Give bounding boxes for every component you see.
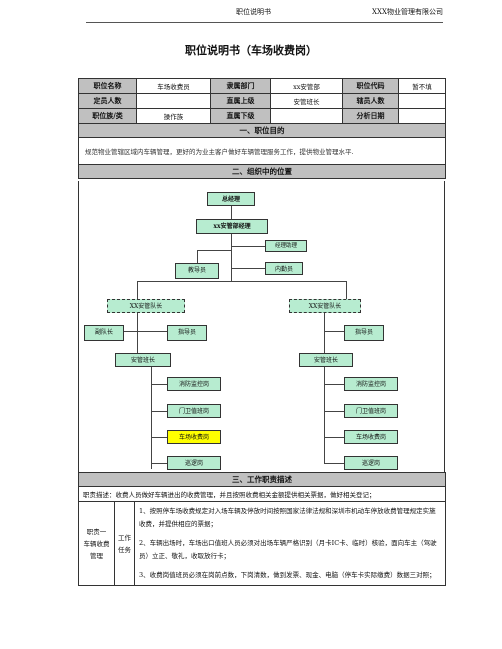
info-row-3: 职位族/类 操作族 直属下级 分析日期 xyxy=(78,108,446,124)
document-title: 职位说明书（车场收费岗） xyxy=(185,44,317,57)
node-manager-assistant: 经理助理 xyxy=(265,240,307,252)
node-right-gate-post: 门卫值班岗 xyxy=(344,404,398,418)
node-left-captain: XX安管队长 xyxy=(107,299,185,313)
info-row-2: 定员人数 直属上级 安管班长 辖员人数 xyxy=(78,93,446,109)
node-right-captain: XX安管队长 xyxy=(289,299,361,313)
label-superior: 直属上级 xyxy=(210,93,271,109)
node-trainer: 教导员 xyxy=(175,263,219,279)
node-security-manager: xx安管部经理 xyxy=(196,219,268,234)
info-row-1: 职位名称 车场收费员 隶属部门 xx安管部 职位代码 暂不填 xyxy=(78,78,446,94)
section-purpose-title: 一、职位目的 xyxy=(78,123,446,138)
label-analysis-date: 分析日期 xyxy=(342,108,399,124)
section-purpose-text: 规范物业管辖区域内车辆管理，更好的为业主客户做好车辆管理服务工作，提供物业管理水… xyxy=(78,137,446,165)
header-company: XXX物业管理有限公司 xyxy=(372,8,443,16)
node-clerk: 内勤员 xyxy=(265,262,303,275)
value-analysis-date xyxy=(398,108,446,124)
node-left-squad-leader: 安管班长 xyxy=(115,353,171,367)
node-right-parking-toll-post: 车场收费岗 xyxy=(344,430,398,444)
label-position-code: 职位代码 xyxy=(342,78,399,94)
duty-one-label: 职责一 车辆收费 管理 xyxy=(78,501,115,586)
duty-item: 3、收费岗值班员必须在岗前点数，下岗清数，做到发票、现金、电脑（停车卡实际缴费）… xyxy=(139,571,436,579)
value-headcount xyxy=(136,93,211,109)
node-right-instructor: 指导员 xyxy=(344,325,384,341)
value-job-family: 操作族 xyxy=(136,108,211,124)
value-position-name: 车场收费员 xyxy=(136,78,211,94)
node-left-fire-post: 消防监控岗 xyxy=(167,377,221,391)
duties-table: 三、工作职责描述 职责描述：收费人员做好车辆进出的收费管理，并且按照收费相关金额… xyxy=(77,472,447,586)
node-left-patrol-post: 巡逻岗 xyxy=(167,456,221,470)
page-header: 职位说明书 XXX物业管理有限公司 xyxy=(86,4,443,23)
node-right-patrol-post: 巡逻岗 xyxy=(344,456,398,470)
value-subordinates xyxy=(398,93,446,109)
value-direct-sub xyxy=(270,108,343,124)
value-position-code: 暂不填 xyxy=(398,78,446,94)
basic-info-table: 职位名称 车场收费员 隶属部门 xx安管部 职位代码 暂不填 定员人数 直属上级… xyxy=(78,78,446,179)
value-department: xx安管部 xyxy=(270,78,343,94)
node-right-fire-post: 消防监控岗 xyxy=(344,377,398,391)
node-right-squad-leader: 安管班长 xyxy=(299,353,353,367)
duty-items: 1、按照停车场收费规定对入场车辆及停放时间按照国家法律法规和深圳市机动车停放收费… xyxy=(133,501,447,586)
node-general-manager: 总经理 xyxy=(207,192,255,206)
value-superior: 安管班长 xyxy=(270,93,343,109)
node-left-gate-post: 门卫值班岗 xyxy=(167,404,221,418)
label-subordinates: 辖员人数 xyxy=(342,93,399,109)
label-position-name: 职位名称 xyxy=(78,78,137,94)
label-headcount: 定员人数 xyxy=(78,93,137,109)
node-left-instructor: 指导员 xyxy=(167,325,207,341)
header-doc-type: 职位说明书 xyxy=(236,8,271,16)
section-duties-title: 三、工作职责描述 xyxy=(77,472,447,487)
work-task-label: 工作 任务 xyxy=(114,501,135,586)
node-left-parking-toll-post: 车场收费岗 xyxy=(167,430,221,444)
label-job-family: 职位族/类 xyxy=(78,108,137,124)
label-direct-sub: 直属下级 xyxy=(210,108,271,124)
duty-item: 1、按照停车场收费规定对入场车辆及停放时间按照国家法律法规和深圳市机动车停放收费… xyxy=(139,507,436,528)
section-org-title: 二、组织中的位置 xyxy=(78,164,446,179)
label-department: 隶属部门 xyxy=(210,78,271,94)
duty-item: 2、车辆出场时，车场出口值班人员必须对出场车辆严格识别（月卡IC卡、临时）核验，… xyxy=(139,539,437,560)
node-left-vice-captain: 副队长 xyxy=(84,325,124,341)
org-chart: 总经理 xx安管部经理 经理助理 内勤员 教导员 XX安管队长 副队长 指导员 … xyxy=(78,181,445,472)
duties-description: 职责描述：收费人员做好车辆进出的收费管理，并且按照收费相关金额提供相关票据，做好… xyxy=(77,486,447,502)
